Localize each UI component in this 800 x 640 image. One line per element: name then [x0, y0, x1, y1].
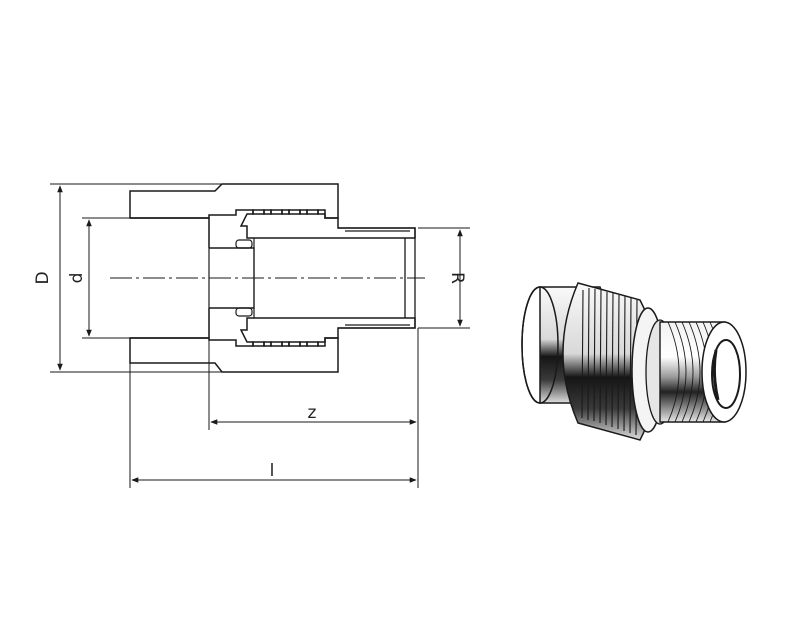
metal-insert-lower	[239, 317, 416, 347]
spigot-bore	[711, 339, 741, 409]
seal-lower	[235, 307, 253, 317]
metal-insert-upper	[239, 209, 416, 239]
section-view	[110, 183, 425, 373]
seal-upper	[235, 239, 253, 249]
label-d: d	[67, 273, 87, 284]
dimensions	[50, 183, 470, 488]
label-D: D	[33, 271, 53, 284]
label-l: l	[270, 461, 275, 481]
fitting-3d-view	[521, 282, 747, 441]
label-z: z	[308, 403, 317, 423]
label-R: R	[447, 272, 467, 284]
